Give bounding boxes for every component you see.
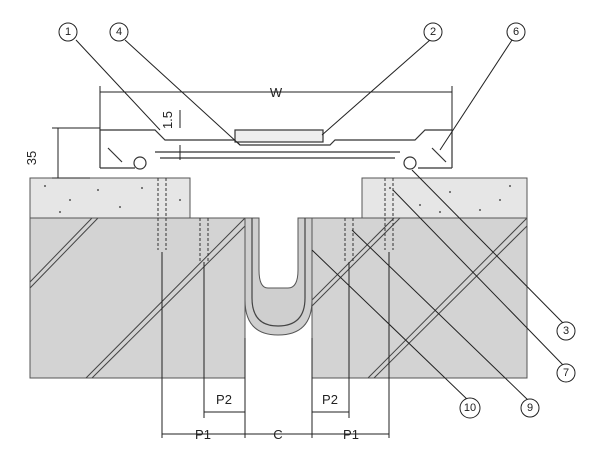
callout-label: 10 bbox=[464, 402, 476, 414]
callout-label: 3 bbox=[563, 325, 569, 337]
cover-plate-assembly bbox=[99, 129, 453, 170]
floor-slab-right bbox=[361, 177, 528, 219]
dimension-lines bbox=[52, 86, 453, 438]
callout-label: 6 bbox=[513, 26, 519, 38]
dim-width: W bbox=[270, 85, 283, 100]
callout-4: 4 bbox=[109, 22, 129, 42]
callout-10: 10 bbox=[459, 397, 481, 419]
dim-p2-right: P2 bbox=[322, 392, 338, 407]
callout-6: 7 bbox=[556, 363, 576, 383]
callout-2: 2 bbox=[423, 22, 443, 42]
callout-label: 7 bbox=[563, 367, 569, 379]
hatch-lines bbox=[29, 217, 528, 379]
callout-9: 9 bbox=[520, 398, 540, 418]
dim-clearance: C bbox=[273, 427, 282, 442]
leader-lines bbox=[75, 39, 564, 403]
callout-label: 4 bbox=[116, 26, 122, 38]
u-sealant-loop bbox=[244, 217, 313, 336]
callout-1: 1 bbox=[58, 22, 78, 42]
dim-p1-left: P1 bbox=[195, 427, 211, 442]
callout-3: 3 bbox=[556, 321, 576, 341]
callout-label: 2 bbox=[430, 26, 436, 38]
floor-slab-left bbox=[29, 177, 191, 219]
dim-p2-left: P2 bbox=[216, 392, 232, 407]
callout-7: 6 bbox=[506, 22, 526, 42]
left-wall-block bbox=[29, 217, 246, 379]
dim-p1-right: P1 bbox=[343, 427, 359, 442]
concrete-speckle bbox=[44, 185, 511, 213]
dim-gap-small: 1.5 bbox=[160, 111, 175, 129]
right-wall-block bbox=[311, 217, 528, 379]
dim-height: 35 bbox=[24, 151, 39, 165]
callout-label: 9 bbox=[527, 402, 533, 414]
callout-label: 1 bbox=[65, 26, 71, 38]
